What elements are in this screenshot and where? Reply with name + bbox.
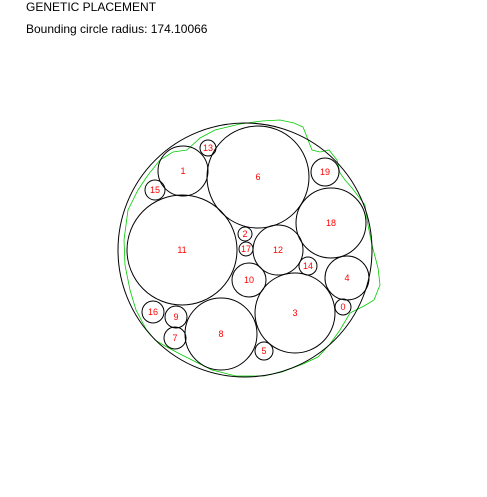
circle-19 [310, 157, 340, 187]
bounding-circle [117, 122, 373, 378]
circle-label-5: 5 [261, 346, 266, 356]
circle-7 [163, 326, 187, 350]
circle-label-1: 1 [180, 166, 185, 176]
circle-15 [144, 179, 166, 201]
radius-label: Bounding circle radius: [26, 22, 148, 36]
circle-label-15: 15 [150, 185, 160, 195]
circle-16 [141, 300, 165, 324]
circle-6 [206, 125, 310, 229]
circle-label-4: 4 [344, 273, 349, 283]
radius-value: 174.10066 [150, 22, 208, 36]
circle-label-8: 8 [218, 329, 223, 339]
circle-5 [254, 341, 274, 361]
circle-14 [298, 256, 318, 276]
circle-17 [238, 241, 254, 257]
circle-label-6: 6 [255, 172, 260, 182]
circle-1 [157, 145, 209, 197]
circle-3 [254, 272, 336, 354]
circle-label-18: 18 [326, 218, 336, 228]
circle-label-17: 17 [241, 244, 251, 254]
circle-label-10: 10 [244, 275, 254, 285]
circle-label-14: 14 [303, 261, 313, 271]
circle-label-11: 11 [177, 245, 186, 255]
circle-label-12: 12 [273, 245, 283, 255]
circle-label-9: 9 [173, 312, 178, 322]
circle-9 [164, 305, 188, 329]
radius-readout: Bounding circle radius: 174.10066 [26, 22, 207, 36]
outline-path [123, 119, 381, 377]
circle-4 [324, 255, 370, 301]
circle-8 [184, 297, 258, 371]
circle-13 [199, 139, 217, 157]
circle-label-3: 3 [292, 308, 297, 318]
circle-label-7: 7 [172, 333, 177, 343]
circle-label-13: 13 [203, 143, 213, 153]
circle-2 [237, 226, 253, 242]
diagram-title: GENETIC PLACEMENT [26, 0, 157, 14]
circle-11 [126, 194, 238, 306]
circle-label-19: 19 [320, 167, 330, 177]
circle-label-16: 16 [148, 307, 158, 317]
circle-10 [231, 262, 267, 298]
circle-label-2: 2 [242, 229, 247, 239]
circle-label-0: 0 [340, 302, 345, 312]
circle-18 [295, 187, 367, 259]
